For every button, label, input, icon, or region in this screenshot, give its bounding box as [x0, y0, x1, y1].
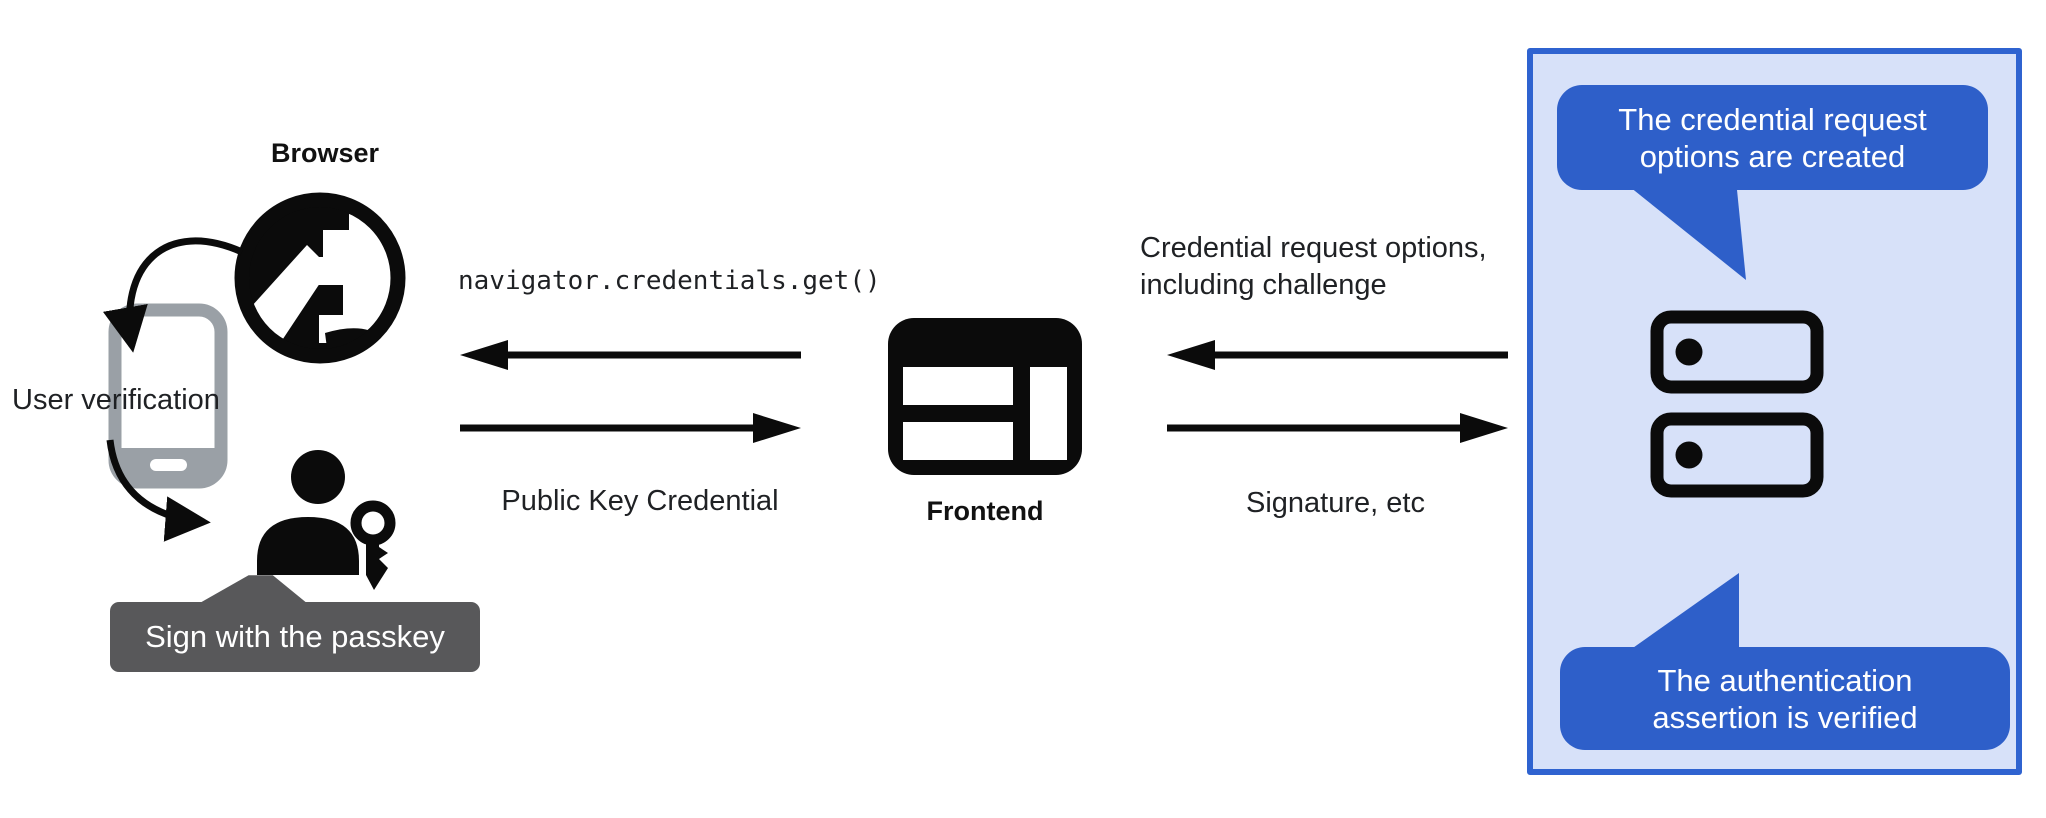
frontend-label: Frontend [926, 496, 1044, 526]
browser-to-frontend-arrow [460, 413, 801, 443]
person-icon [257, 450, 396, 590]
navigator-call-label: navigator.credentials.get() [458, 266, 881, 296]
credential-request-options-line1: Credential request options, [1140, 232, 1487, 264]
public-key-credential-label: Public Key Credential [501, 485, 779, 517]
user-verification-label: User verification [12, 384, 220, 416]
credential-request-options-line2: including challenge [1140, 269, 1387, 301]
phone-to-user-arrow [106, 439, 211, 542]
server-stack-icon [1650, 310, 1824, 498]
frontend-to-browser-arrow [460, 340, 801, 370]
callout-created-line2: options are created [1639, 138, 1906, 174]
callout-verified-line2: assertion is verified [1652, 699, 1918, 735]
callout-created-line1: The credential request [1618, 101, 1927, 137]
browser-label: Browser [270, 138, 380, 168]
globe-icon [234, 192, 406, 364]
callout-verified-line1: The authentication [1657, 662, 1913, 698]
credential-request-options-label: Credential request options, including ch… [1140, 230, 1487, 304]
server-to-frontend-arrow [1167, 340, 1508, 370]
signature-label: Signature, etc [1246, 487, 1425, 519]
browser-to-phone-arrow [102, 237, 244, 353]
verification-flow-arrows [102, 237, 244, 542]
frontend-to-server-arrow [1167, 413, 1508, 443]
key-icon [350, 500, 396, 590]
passkey-tooltip: Sign with the passkey [110, 602, 480, 672]
callout-created: The credential request options are creat… [1557, 85, 1988, 190]
passkey-tooltip-text: Sign with the passkey [145, 619, 445, 654]
callout-verified: The authentication assertion is verified [1560, 647, 2010, 750]
smartphone-icon [108, 303, 228, 489]
browser-window-icon [888, 318, 1082, 475]
